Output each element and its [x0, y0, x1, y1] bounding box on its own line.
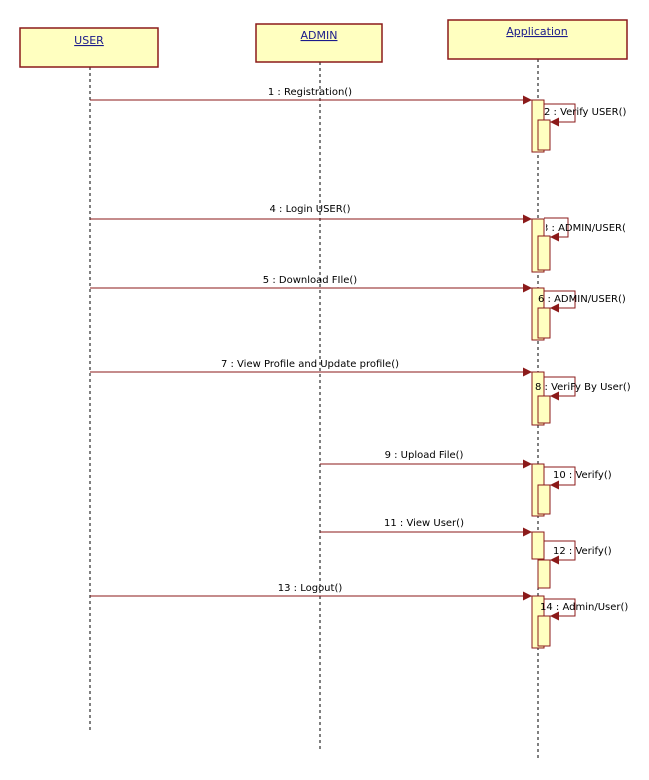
- self-message-label: 8 : VeriFy By User(): [535, 382, 631, 393]
- self-message-label: 10 : Verify(): [553, 470, 612, 481]
- message-label: 11 : View User(): [384, 518, 464, 529]
- self-message-arrow: [544, 598, 576, 621]
- lifeline-admin[interactable]: ADMIN: [255, 23, 383, 63]
- message-label: 7 : View Profile and Update profile(): [221, 359, 399, 370]
- self-message-arrow: [544, 103, 576, 127]
- activation-bar: [537, 559, 551, 589]
- self-message-arrow: [544, 290, 576, 313]
- self-message-arrow: [544, 466, 576, 490]
- activation-bar: [537, 484, 551, 515]
- lifeline-admin-label: ADMIN: [301, 29, 338, 42]
- activation-bar: [531, 531, 545, 560]
- activation-bar: [537, 119, 551, 151]
- self-message-arrow: [544, 540, 576, 565]
- activation-bar: [537, 307, 551, 339]
- message-label: 13 : Logout(): [278, 583, 343, 594]
- message-label: 5 : Download FIle(): [263, 275, 358, 286]
- self-message-label: 2 : Verify USER(): [544, 107, 626, 118]
- message-label: 4 : Login USER(): [270, 204, 351, 215]
- activation-bar: [537, 235, 551, 271]
- lifeline-user-label: USER: [74, 34, 104, 47]
- self-message-arrow: [544, 217, 569, 242]
- activation-bar: [537, 395, 551, 424]
- activation-bar: [537, 615, 551, 647]
- lifeline-app[interactable]: Application: [447, 19, 628, 60]
- self-message-label: 12 : Verify(): [553, 546, 612, 557]
- lifeline-user[interactable]: USER: [19, 27, 159, 68]
- self-message-label: 3 : ADMIN/USER(): [542, 223, 630, 234]
- self-message-label: 6 : ADMIN/USER(): [538, 294, 626, 305]
- lifeline-app-label: Application: [506, 25, 567, 38]
- self-message-arrow: [544, 376, 576, 401]
- message-label: 9 : Upload File(): [385, 450, 464, 461]
- message-label: 1 : Registration(): [268, 87, 352, 98]
- self-message-label: 14 : Admin/User(): [540, 602, 628, 613]
